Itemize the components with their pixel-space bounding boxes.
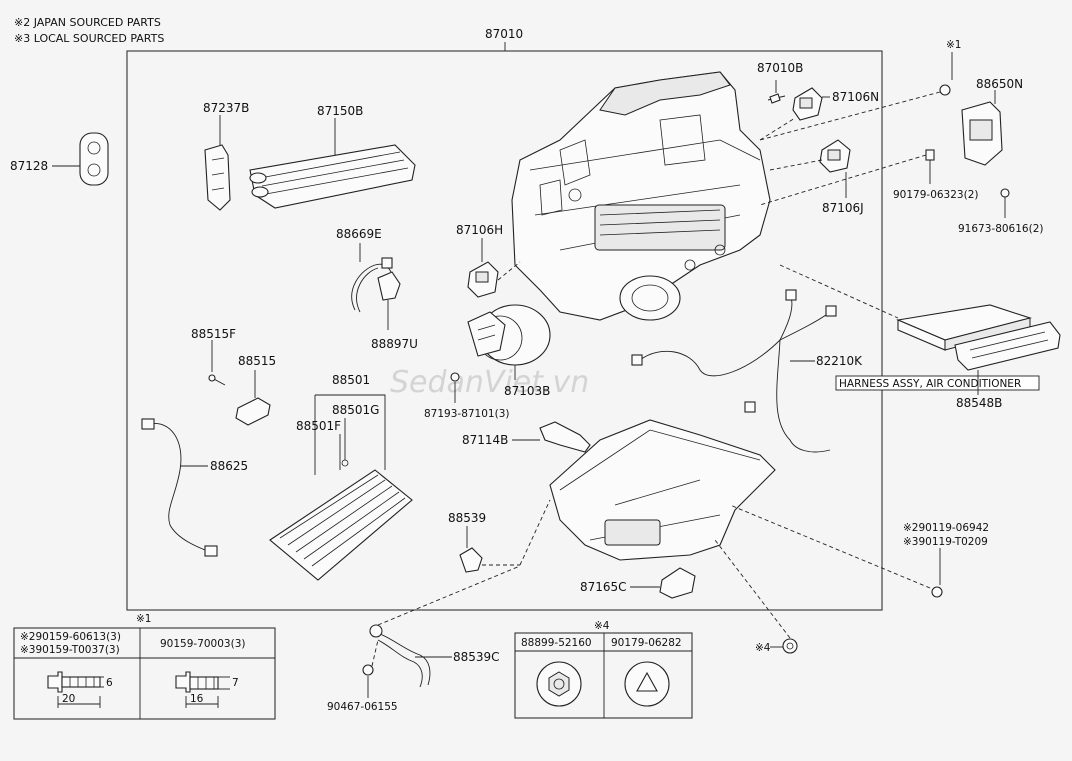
label-87103b[interactable]: 87103B	[504, 384, 550, 398]
label-88625[interactable]: 88625	[210, 459, 248, 473]
bracket-87237b[interactable]	[204, 144, 231, 211]
note-local-sourced: ※3 LOCAL SOURCED PARTS	[14, 32, 164, 45]
label-87010b[interactable]: 87010B	[757, 61, 803, 75]
label-88669e[interactable]: 88669E	[336, 227, 382, 241]
assembly-frame	[126, 50, 883, 611]
screw-88515f[interactable]	[208, 374, 226, 386]
label-87128[interactable]: 87128	[10, 159, 48, 173]
label-87165c[interactable]: 87165C	[580, 580, 627, 594]
heater-core-87150b[interactable]	[249, 144, 416, 209]
table4-mark: ※4	[594, 620, 610, 632]
table1-dim-a-dia: 6	[106, 677, 113, 689]
label-88515[interactable]: 88515	[238, 354, 276, 368]
nut-mark4[interactable]	[782, 638, 798, 654]
label-88897u[interactable]: 88897U	[371, 337, 418, 351]
label-mark4-right: ※4	[755, 642, 771, 654]
harness-82210k[interactable]	[631, 289, 837, 453]
label-290119[interactable]: ※290119-06942	[903, 522, 989, 534]
air-filter-88548b[interactable]	[896, 304, 1061, 371]
part-88539[interactable]	[459, 547, 483, 573]
clip-90179[interactable]	[925, 149, 935, 161]
label-87010[interactable]: 87010	[485, 27, 523, 41]
table4-col1[interactable]: 88899-52160	[521, 637, 592, 649]
bolt-icon-b	[175, 671, 219, 693]
label-87193[interactable]: 87193-87101(3)	[424, 408, 509, 420]
table-mark1: ※1 ※290159-60613(3) ※390159-T0037(3) 901…	[13, 613, 276, 720]
label-88501[interactable]: 88501	[332, 373, 370, 387]
table4-col2[interactable]: 90179-06282	[611, 637, 682, 649]
table-mark4: ※4 88899-52160 90179-06282	[514, 620, 693, 719]
actuator-87106n[interactable]	[792, 87, 823, 121]
harness-88625[interactable]	[141, 418, 218, 557]
table1-mark: ※1	[136, 613, 151, 625]
screw-mark1[interactable]	[939, 84, 951, 96]
sensor-88897u[interactable]	[377, 271, 401, 312]
table1-col1-line1[interactable]: ※290159-60613(3)	[20, 631, 121, 643]
nut-icon-88899	[536, 661, 582, 707]
table1-dim-b-dia: 7	[232, 677, 239, 689]
label-mark1-top: ※1	[946, 39, 961, 51]
actuator-87106j[interactable]	[819, 139, 851, 173]
label-88501g[interactable]: 88501G	[332, 403, 379, 417]
label-88650n[interactable]: 88650N	[976, 77, 1023, 91]
actuator-87106h[interactable]	[467, 261, 499, 298]
table1-col1-line2[interactable]: ※390159-T0037(3)	[20, 644, 120, 656]
part-87128[interactable]	[79, 132, 109, 186]
label-90467-06155[interactable]: 90467-06155	[327, 701, 398, 713]
label-82210k[interactable]: 82210K	[816, 354, 863, 368]
note-japan-sourced: ※2 JAPAN SOURCED PARTS	[14, 16, 161, 29]
table1-dim-b-length: 16	[190, 693, 204, 705]
sensor-88669e[interactable]	[351, 257, 393, 313]
label-87237b[interactable]: 87237B	[203, 101, 249, 115]
label-390119[interactable]: ※390119-T0209	[903, 536, 988, 548]
part-88650n[interactable]	[961, 101, 1003, 166]
table1-dim-a-length: 20	[62, 693, 75, 705]
screw-91673[interactable]	[1000, 188, 1010, 198]
label-87106n[interactable]: 87106N	[832, 90, 879, 104]
label-88539[interactable]: 88539	[448, 511, 486, 525]
label-87106h[interactable]: 87106H	[456, 223, 503, 237]
heater-case-lower[interactable]	[549, 419, 776, 561]
label-88539c[interactable]: 88539C	[453, 650, 500, 664]
label-87114b[interactable]: 87114B	[462, 433, 508, 447]
clip-90467[interactable]	[362, 664, 374, 676]
bolt-icon-a	[47, 671, 101, 693]
label-90179-06323[interactable]: 90179-06323(2)	[893, 189, 978, 201]
screw-87010b[interactable]	[767, 93, 786, 104]
heater-case-upper[interactable]	[511, 71, 771, 321]
part-88539c[interactable]	[369, 624, 431, 688]
label-88515f[interactable]: 88515F	[191, 327, 236, 341]
part-87165c[interactable]	[659, 567, 696, 599]
label-87150b[interactable]: 87150B	[317, 104, 363, 118]
label-88501f[interactable]: 88501F	[296, 419, 341, 433]
screw-87193[interactable]	[450, 372, 460, 382]
tooltip-text: HARNESS ASSY, AIR CONDITIONER	[839, 378, 1021, 390]
label-87106j[interactable]: 87106J	[822, 201, 864, 215]
part-87114b[interactable]	[539, 421, 591, 453]
blower-motor-87103b[interactable]	[467, 304, 551, 366]
harness-tooltip: HARNESS ASSY, AIR CONDITIONER	[835, 375, 1040, 391]
label-88548b[interactable]: 88548B	[956, 396, 1002, 410]
clip-icon-90179	[624, 661, 670, 707]
part-88515[interactable]	[235, 397, 271, 426]
evaporator-88501[interactable]	[269, 469, 413, 581]
screw-290119[interactable]	[931, 586, 943, 598]
watermark: SedanViet.vn	[390, 365, 589, 400]
label-91673-80616[interactable]: 91673-80616(2)	[958, 223, 1043, 235]
table1-col2[interactable]: 90159-70003(3)	[160, 638, 245, 650]
